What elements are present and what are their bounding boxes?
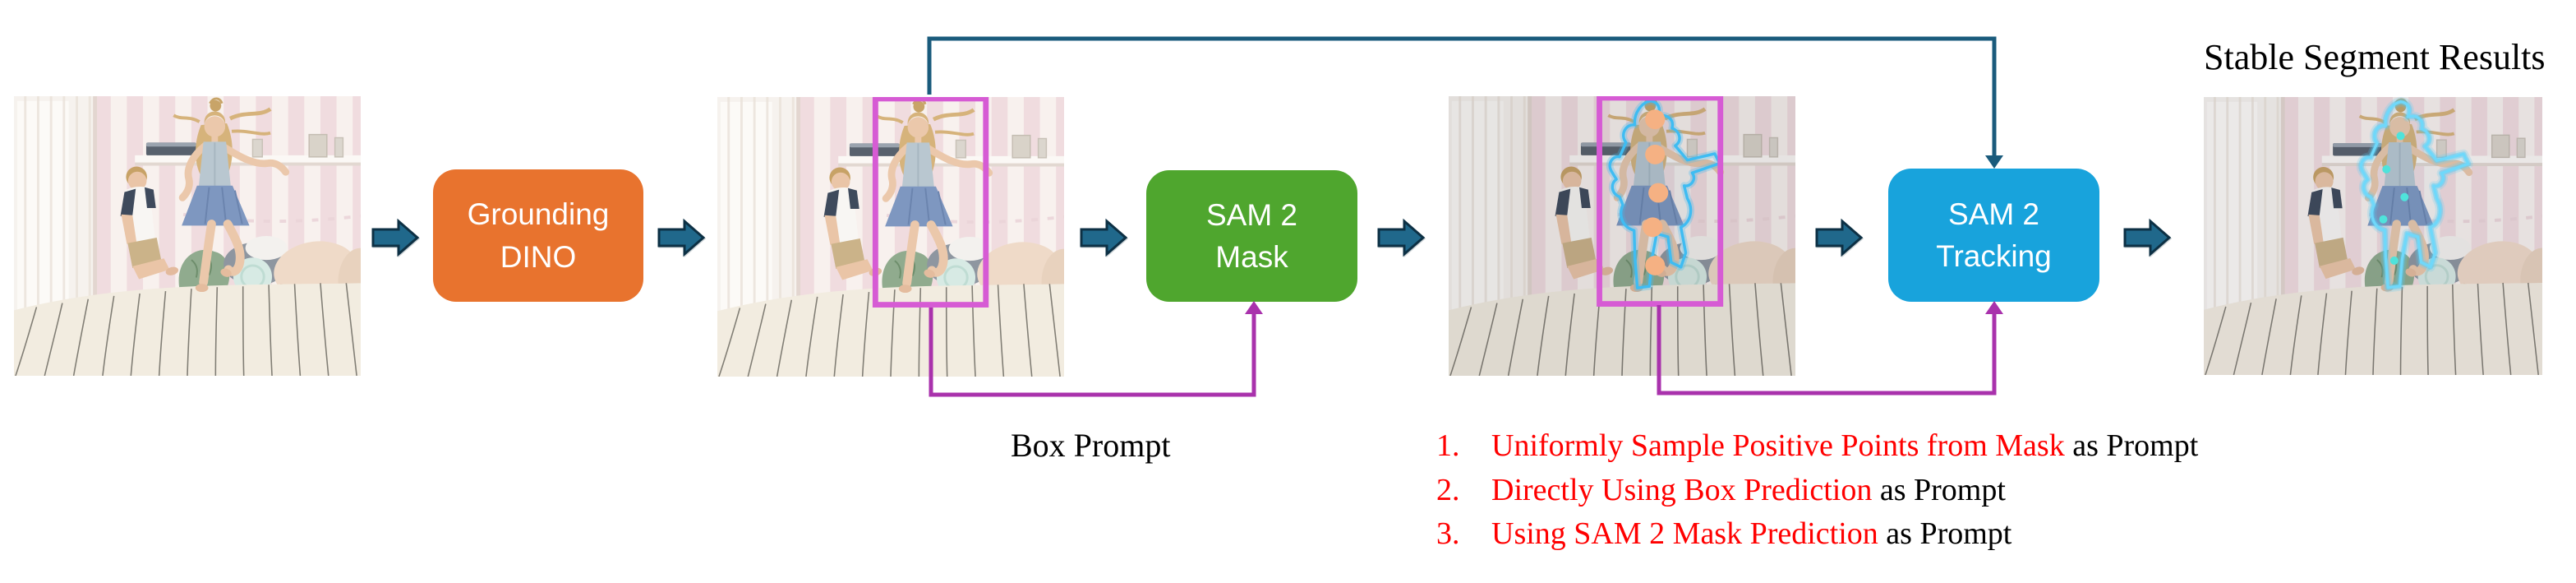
list-item-number: 3.	[1436, 516, 1460, 551]
flow-arrow-icon	[1377, 218, 1425, 257]
connector-arrowhead-down-icon	[1985, 155, 2003, 169]
tracked-point-markers	[2379, 132, 2409, 265]
positive-point-marker	[1645, 109, 1666, 130]
result-title: Stable Segment Results	[2204, 37, 2546, 77]
positive-point-marker	[1645, 144, 1666, 164]
connector-arrowhead-up-icon	[1985, 301, 2003, 314]
detection-video-frame	[717, 97, 1064, 377]
list-item-number: 1.	[1436, 428, 1460, 463]
node-label-line: SAM 2	[1947, 197, 2040, 231]
list-item-method: Directly Using Box Prediction	[1491, 472, 1873, 507]
tracked-point-marker	[2396, 132, 2405, 141]
positive-point-marker	[1648, 183, 1669, 203]
tracked-point-marker	[2400, 192, 2409, 201]
connector-arrowhead-up-icon	[1245, 301, 1263, 314]
flow-arrow-icon	[657, 218, 705, 257]
positive-point-markers	[1643, 109, 1669, 275]
mask-video-frame	[1449, 96, 1795, 376]
flow-arrow-icon	[1080, 218, 1127, 257]
list-item-method: Using SAM 2 Mask Prediction	[1491, 516, 1878, 551]
input-video-frame	[14, 96, 361, 376]
list-item-method: Uniformly Sample Positive Points from Ma…	[1491, 428, 2065, 463]
list-item: 2. Directly Using Box Prediction as Promp…	[1436, 469, 2198, 513]
tracked-point-marker	[2382, 164, 2391, 174]
result-video-frame	[2204, 97, 2542, 375]
node-sam2-mask: SAM 2 Mask	[1146, 170, 1357, 302]
flow-arrow-icon	[371, 218, 419, 257]
box-prompt-label: Box Prompt	[1011, 427, 1171, 464]
list-item: 1. Uniformly Sample Positive Points from …	[1436, 424, 2198, 469]
prompt-methods-list: 1. Uniformly Sample Positive Points from …	[1436, 424, 2198, 557]
positive-point-marker	[1643, 217, 1663, 238]
node-grounding-dino: Grounding DINO	[433, 169, 643, 302]
node-sam2-tracking: SAM 2 Tracking	[1888, 169, 2099, 302]
flow-arrow-icon	[2123, 218, 2171, 257]
node-label-line: SAM 2	[1205, 197, 1298, 232]
tracked-point-marker	[2379, 215, 2388, 224]
list-item-number: 2.	[1436, 472, 1460, 507]
list-item: 3. Using SAM 2 Mask Prediction as Prompt	[1436, 512, 2198, 557]
node-label-line: Mask	[1215, 240, 1288, 274]
positive-point-marker	[1645, 255, 1666, 275]
list-item-suffix: as Prompt	[2064, 428, 2199, 463]
node-label-line: DINO	[500, 239, 577, 274]
list-item-suffix: as Prompt	[1872, 472, 2006, 507]
node-label-line: Grounding	[467, 197, 610, 232]
node-label-line: Tracking	[1936, 239, 2052, 273]
tracked-point-marker	[2389, 256, 2399, 265]
flow-arrow-icon	[1815, 218, 1863, 257]
list-item-suffix: as Prompt	[1878, 516, 2012, 551]
